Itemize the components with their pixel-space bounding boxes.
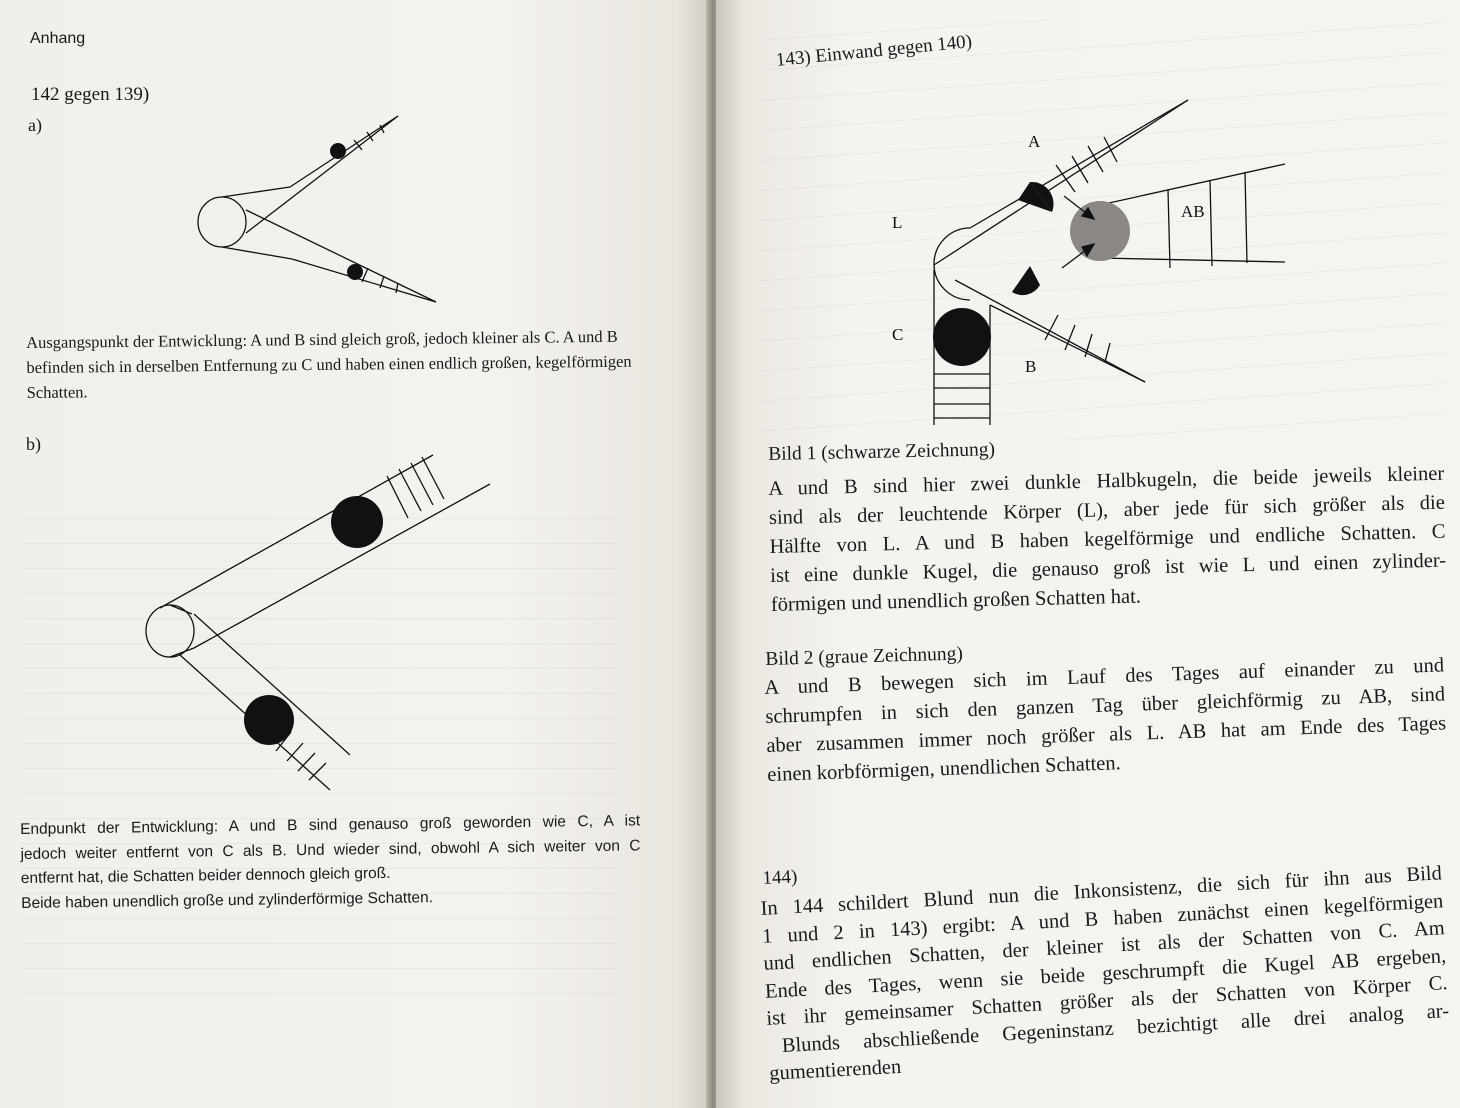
figure-143-arrow-lower-icon (1081, 242, 1096, 258)
caption-figure-a: Ausgangspunkt der Entwicklung: A und B s… (26, 326, 632, 402)
figure-a-label: a) (28, 115, 42, 135)
figure-a-ray-lower (245, 209, 437, 303)
figure-143-sphere-ab (1070, 201, 1130, 261)
figure-a (197, 115, 437, 303)
figure-143-luminous-body (933, 227, 971, 301)
figure-a-sphere-a (330, 143, 346, 159)
figure-b-sphere-b (244, 695, 294, 745)
figure-143-label-c: C (892, 325, 903, 344)
figure-143-arrow-upper-icon (1080, 206, 1096, 220)
running-head: Anhang (30, 30, 86, 47)
bild1-paragraph: A und B sind hier zwei dunkle Halbkugeln… (768, 460, 1447, 620)
figure-b-label: b) (26, 434, 41, 454)
figure-143-hemisphere-b (1012, 266, 1040, 296)
figure-143-label-b: B (1025, 357, 1036, 376)
left-page: Anhang 142 gegen 139) a) Ausgangspunkt d… (0, 0, 712, 1108)
figure-a-source-body (197, 196, 247, 248)
paragraph-144: In 144 schildert Blund nun die Inkonsist… (760, 860, 1451, 1088)
figure-a-ray-upper (245, 115, 399, 234)
figure-143-label-ab: AB (1181, 202, 1205, 221)
section-heading-144: 144) (762, 866, 798, 889)
figure-143-label-l: L (892, 213, 902, 232)
show-through-texture (20, 500, 620, 1000)
figure-143-sphere-c (933, 308, 991, 366)
figure-b (145, 454, 491, 791)
section-heading-142: 142 gegen 139) (31, 84, 150, 105)
bild2-paragraph: A und B bewegen sich im Lauf des Tages a… (764, 651, 1447, 789)
figure-143: A L AB C B (892, 99, 1286, 425)
figure-b-sphere-a (331, 496, 383, 548)
figure-a-sphere-b (347, 264, 363, 280)
right-page (716, 0, 1460, 1108)
figure-143-hemisphere-a (1030, 181, 1054, 212)
figure-143-label-a: A (1028, 132, 1041, 151)
